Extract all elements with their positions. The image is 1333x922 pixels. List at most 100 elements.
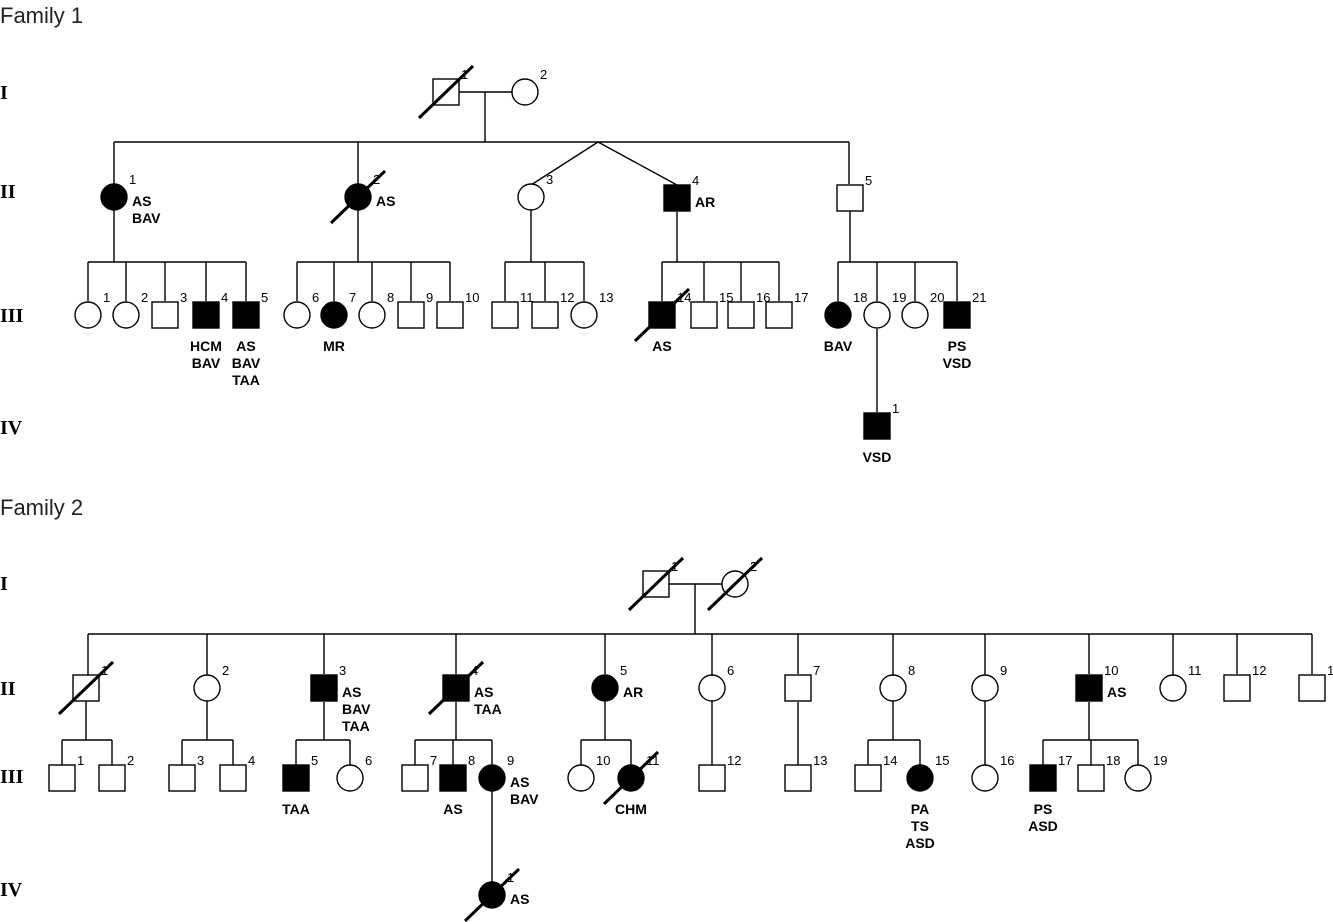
- individual-f2-iii-14: 14: [854, 753, 897, 792]
- f1-generation-label-ii: II: [0, 181, 16, 203]
- unaffected-male-square: [48, 764, 76, 792]
- unaffected-male-square: [219, 764, 247, 792]
- phenotype-label: AS: [510, 774, 529, 790]
- individual-f1-iii-3: 3: [151, 290, 187, 329]
- unaffected-male-square: [1223, 674, 1251, 702]
- individual-f1-ii-2: 2AS: [329, 169, 395, 225]
- connector-lines: [61, 91, 1313, 882]
- phenotype-label: AS: [443, 801, 462, 817]
- individual-f2-iii-8: 8AS: [439, 753, 475, 817]
- individual-number: 1: [507, 870, 514, 885]
- phenotype-label: VSD: [943, 355, 972, 371]
- individual-f2-iii-2: 2: [98, 753, 134, 792]
- affected-male-square: [232, 301, 260, 329]
- phenotype-label: AR: [623, 684, 643, 700]
- unaffected-female-circle: [1124, 764, 1152, 792]
- phenotype-label: ASD: [1028, 818, 1058, 834]
- individual-number: 21: [972, 290, 986, 305]
- individual-number: 18: [1106, 753, 1120, 768]
- affected-male-square: [192, 301, 220, 329]
- individual-number: 5: [865, 173, 872, 188]
- unaffected-female-circle: [193, 674, 221, 702]
- individual-f2-iii-1: 1: [48, 753, 84, 792]
- phenotype-label: CHM: [615, 801, 647, 817]
- individual-f2-ii-9: 9: [971, 663, 1007, 702]
- individual-number: 2: [141, 290, 148, 305]
- individual-f1-iii-11: 11: [491, 290, 534, 329]
- individual-f2-iii-19: 19: [1124, 753, 1167, 792]
- unaffected-male-square: [168, 764, 196, 792]
- unaffected-male-square: [1298, 674, 1326, 702]
- individual-f1-iii-7: 7MR: [320, 290, 356, 354]
- individual-f1-iii-17: 17: [765, 290, 808, 329]
- affected-female-circle: [478, 764, 506, 792]
- unaffected-female-circle: [112, 301, 140, 329]
- individual-number: 3: [546, 172, 553, 187]
- unaffected-male-square: [836, 184, 864, 212]
- affected-female-circle: [824, 301, 852, 329]
- individual-number: 6: [727, 663, 734, 678]
- individual-f2-ii-12: 12: [1223, 663, 1266, 702]
- f1-generation-label-i: I: [0, 82, 8, 104]
- affected-male-square: [439, 764, 467, 792]
- deceased-slash: [57, 660, 115, 716]
- individual-number: 9: [426, 290, 433, 305]
- individual-f1-iii-9: 9: [397, 290, 433, 329]
- phenotype-label: TS: [911, 818, 929, 834]
- deceased-slash: [633, 287, 691, 343]
- individual-f1-i-2: 2: [511, 67, 547, 106]
- unaffected-male-square: [698, 764, 726, 792]
- individual-number: 2: [222, 663, 229, 678]
- deceased-slash: [463, 867, 521, 922]
- individual-number: 7: [813, 663, 820, 678]
- individual-number: 8: [468, 753, 475, 768]
- individual-f2-i-1: 1: [627, 556, 685, 612]
- deceased-slash: [602, 750, 660, 806]
- individual-number: 4: [471, 663, 478, 678]
- phenotype-label: AS: [510, 891, 529, 907]
- individual-f1-ii-5: 5: [836, 173, 872, 212]
- individual-f2-iii-12: 12: [698, 753, 741, 792]
- phenotype-label: AS: [1107, 684, 1126, 700]
- family-2-title: Family 2: [0, 495, 83, 520]
- individual-f1-iii-20: 20: [901, 290, 944, 329]
- phenotype-label: MR: [323, 338, 345, 354]
- individual-f1-iii-10: 10: [436, 290, 479, 329]
- individual-number: 9: [1000, 663, 1007, 678]
- individual-number: 6: [365, 753, 372, 768]
- individual-number: 3: [197, 753, 204, 768]
- individual-f2-ii-11: 11: [1159, 663, 1202, 702]
- deceased-slash: [427, 660, 485, 716]
- unaffected-male-square: [491, 301, 519, 329]
- unaffected-female-circle: [336, 764, 364, 792]
- individual-f1-iii-6: 6: [283, 290, 319, 329]
- unaffected-female-circle: [879, 674, 907, 702]
- individual-f2-iii-10: 10: [567, 753, 610, 792]
- individual-number: 2: [127, 753, 134, 768]
- individual-number: 5: [620, 663, 627, 678]
- phenotype-label: AR: [695, 194, 715, 210]
- affected-male-square: [1029, 764, 1057, 792]
- unaffected-female-circle: [698, 674, 726, 702]
- individual-number: 6: [312, 290, 319, 305]
- individual-f1-iii-19: 19: [863, 290, 906, 329]
- phenotype-label: ASD: [905, 835, 935, 851]
- unaffected-female-circle: [517, 183, 545, 211]
- unaffected-male-square: [854, 764, 882, 792]
- individual-number: 2: [750, 559, 757, 574]
- individual-f2-ii-2: 2: [193, 663, 229, 702]
- individual-f2-ii-6: 6: [698, 663, 734, 702]
- individual-number: 15: [935, 753, 949, 768]
- unaffected-female-circle: [901, 301, 929, 329]
- individual-number: 8: [908, 663, 915, 678]
- phenotype-label: TAA: [232, 372, 260, 388]
- phenotype-label: AS: [652, 338, 671, 354]
